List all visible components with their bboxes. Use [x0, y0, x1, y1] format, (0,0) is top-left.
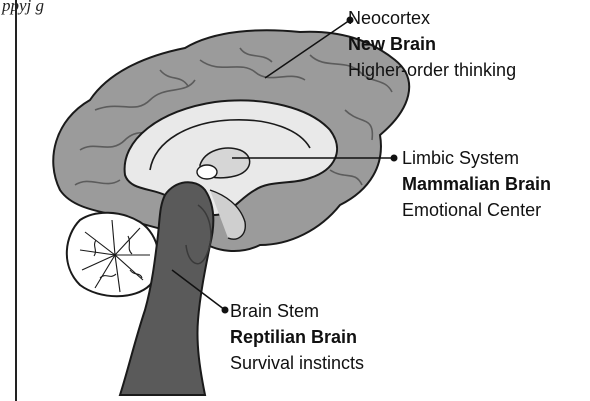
neocortex-description: Higher-order thinking [348, 57, 516, 83]
limbic-pointer-dot [391, 155, 398, 162]
label-neocortex: Neocortex New Brain Higher-order thinkin… [348, 5, 516, 83]
limbic-name: Limbic System [402, 145, 551, 171]
stem-title: Reptilian Brain [230, 324, 364, 350]
neocortex-name: Neocortex [348, 5, 516, 31]
stem-name: Brain Stem [230, 298, 364, 324]
label-limbic-system: Limbic System Mammalian Brain Emotional … [402, 145, 551, 223]
neocortex-title: New Brain [348, 31, 516, 57]
stem-description: Survival instincts [230, 350, 364, 376]
limbic-title: Mammalian Brain [402, 171, 551, 197]
stem-pointer-dot [222, 307, 229, 314]
limbic-small-node [197, 165, 217, 179]
limbic-description: Emotional Center [402, 197, 551, 223]
label-brain-stem: Brain Stem Reptilian Brain Survival inst… [230, 298, 364, 376]
